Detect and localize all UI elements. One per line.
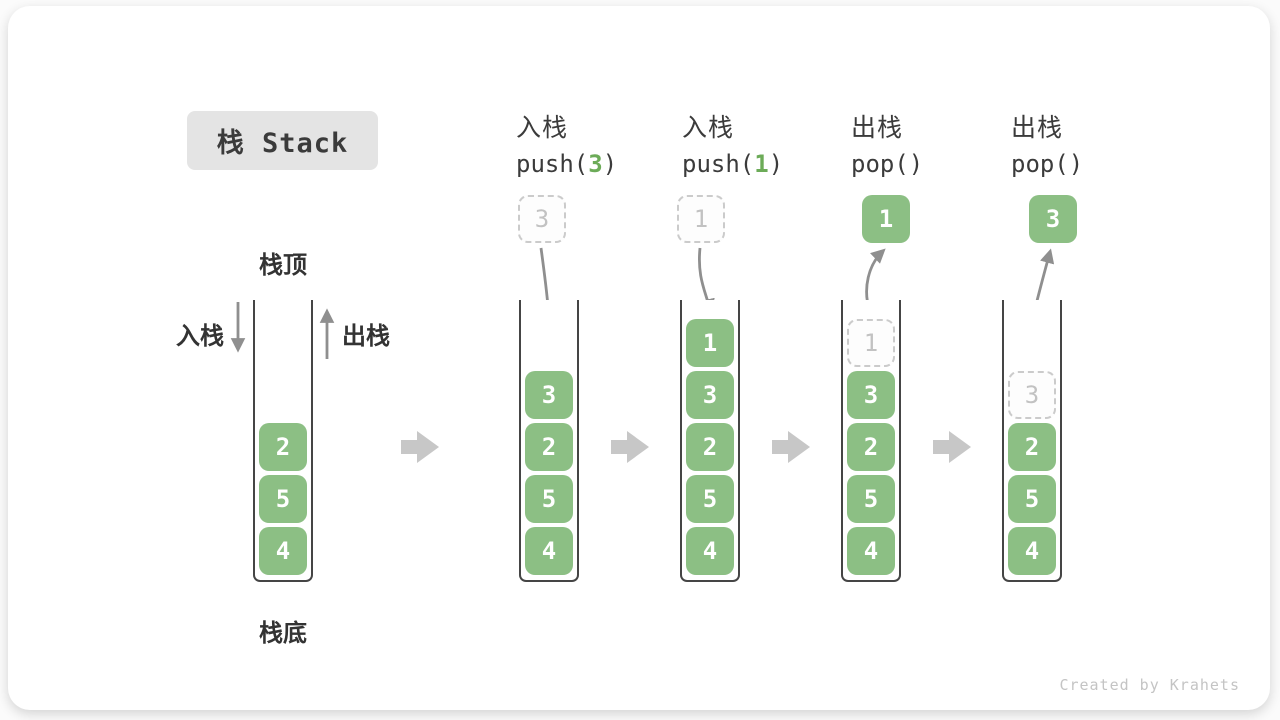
- stack-cell: 5: [847, 475, 895, 523]
- operation-code-pre: push(: [682, 150, 755, 178]
- operation-code: pop(): [851, 150, 923, 178]
- stack-cell: 3: [847, 371, 895, 419]
- stack-cell: 4: [259, 527, 307, 575]
- stack-cell: 2: [686, 423, 734, 471]
- diagram-title: 栈 Stack: [187, 111, 378, 170]
- push-direction-label: 入栈: [176, 323, 224, 350]
- operation-code-arg: 3: [588, 150, 603, 178]
- operation-code-post: ): [908, 150, 924, 178]
- operation-code-post: ): [1068, 150, 1084, 178]
- operation-code: push(3): [516, 150, 617, 178]
- watermark-text: Created by Krahets: [1059, 676, 1240, 694]
- stack-cell: 4: [1008, 527, 1056, 575]
- operation-code: pop(): [1011, 150, 1083, 178]
- stack-cell: 5: [1008, 475, 1056, 523]
- incoming-value-cell: 1: [677, 195, 725, 243]
- stack-cell: 5: [686, 475, 734, 523]
- stack-cell: 5: [525, 475, 573, 523]
- stack-cell: 2: [259, 423, 307, 471]
- operation-label: 入栈: [516, 114, 569, 142]
- flow-arrow-icon: [401, 431, 439, 463]
- operation-code-post: ): [768, 150, 784, 178]
- stack-cell: 3: [525, 371, 573, 419]
- stack-cell: 1: [686, 319, 734, 367]
- operation-label: 出栈: [851, 114, 904, 142]
- operation-code: push(1): [682, 150, 783, 178]
- operation-code-arg: 1: [754, 150, 769, 178]
- stack-cell: 2: [1008, 423, 1056, 471]
- stack-cell: 2: [847, 423, 895, 471]
- pop-direction-label: 出栈: [342, 323, 390, 350]
- operation-label: 入栈: [682, 114, 735, 142]
- stack-bottom-label: 栈底: [259, 620, 307, 647]
- stack-cell: 5: [259, 475, 307, 523]
- flow-arrow-icon: [611, 431, 649, 463]
- operation-code-post: ): [602, 150, 618, 178]
- flow-arrow-icon: [933, 431, 971, 463]
- popped-value-cell: 1: [862, 195, 910, 243]
- operation-label: 出栈: [1011, 114, 1064, 142]
- operation-code-pre: push(: [516, 150, 589, 178]
- stack-cell: 4: [847, 527, 895, 575]
- stack-cell: 3: [686, 371, 734, 419]
- stack-cell: 4: [525, 527, 573, 575]
- operation-code-pre: pop(: [1011, 150, 1069, 178]
- incoming-value-cell: 3: [518, 195, 566, 243]
- stack-cell-ghost: 3: [1008, 371, 1056, 419]
- stack-top-label: 栈顶: [259, 252, 307, 279]
- popped-value-cell: 3: [1029, 195, 1077, 243]
- diagram-title-text: 栈 Stack: [216, 128, 349, 159]
- flow-arrow-icon: [772, 431, 810, 463]
- operation-code-pre: pop(: [851, 150, 909, 178]
- stack-cell: 4: [686, 527, 734, 575]
- stack-cell-ghost: 1: [847, 319, 895, 367]
- stack-cell: 2: [525, 423, 573, 471]
